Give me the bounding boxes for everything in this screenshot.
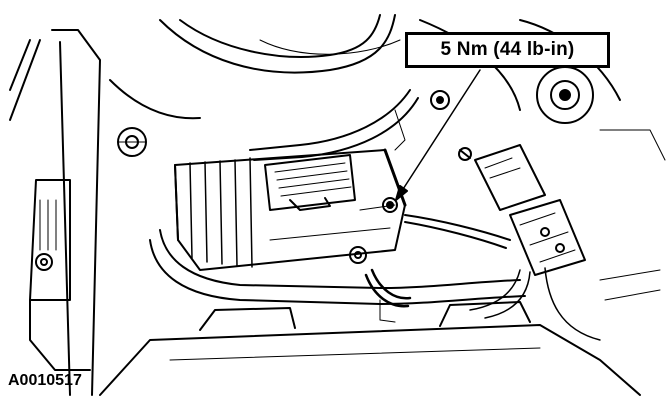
engine-upper-structure bbox=[109, 14, 666, 161]
vacuum-hose bbox=[249, 89, 419, 161]
torque-spec-callout: 5 Nm (44 lb-in) bbox=[405, 32, 610, 68]
mounting-bolt-left bbox=[117, 127, 147, 157]
module-body bbox=[174, 148, 407, 271]
electrical-connector bbox=[458, 144, 586, 276]
lower-housing bbox=[99, 269, 661, 396]
left-frame-rail bbox=[9, 29, 101, 396]
wiring-harness bbox=[404, 214, 601, 341]
callout-leader bbox=[395, 69, 481, 201]
figure-id-label: A0010517 bbox=[8, 372, 82, 389]
